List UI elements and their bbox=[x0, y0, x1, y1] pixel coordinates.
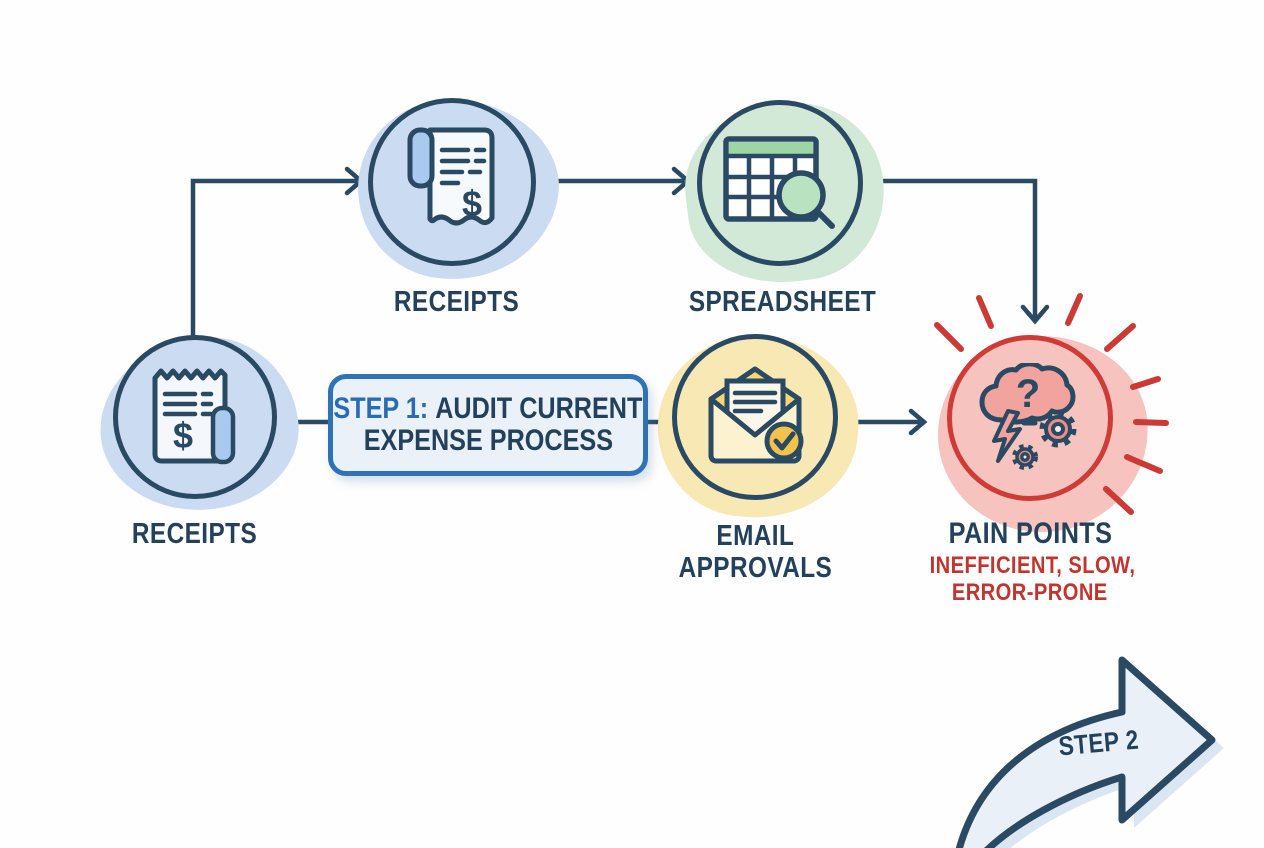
spreadsheet-label: SPREADSHEET bbox=[689, 286, 877, 318]
dollar-glyph: $ bbox=[462, 183, 482, 224]
dollar-glyph: $ bbox=[173, 415, 193, 456]
confusion-cloud-gears-icon: ? bbox=[979, 363, 1077, 470]
connector-left-to-top bbox=[190, 178, 357, 338]
receipts-top-label: RECEIPTS bbox=[394, 286, 520, 318]
arrowhead-right-3 bbox=[908, 408, 928, 436]
pain-subtitle: INEFFICIENT, SLOW, ERROR-PRONE bbox=[929, 552, 1136, 606]
step2-arrow-body bbox=[955, 656, 1216, 848]
spreadsheet-circle bbox=[697, 100, 863, 266]
pain-circle: ? bbox=[947, 335, 1113, 501]
question-glyph: ? bbox=[1016, 372, 1040, 416]
receipts-top-circle: $ bbox=[368, 98, 536, 266]
pain-label: PAIN POINTS bbox=[948, 517, 1112, 550]
email-label: EMAIL APPROVALS bbox=[678, 520, 832, 584]
step1-box: STEP 1: AUDIT CURRENT EXPENSE PROCESS bbox=[328, 374, 648, 476]
step1-accent: STEP 1: bbox=[333, 392, 429, 425]
step2-arrow bbox=[940, 650, 1250, 848]
step1-line2: EXPENSE PROCESS bbox=[363, 424, 613, 457]
email-approved-icon bbox=[708, 366, 804, 464]
spreadsheet-magnifier-icon bbox=[723, 136, 835, 229]
connector-spreadsheet-to-pain bbox=[861, 178, 1038, 318]
pain-rays bbox=[934, 293, 1169, 515]
arrowhead-down bbox=[1020, 304, 1050, 325]
receipt-icon: $ bbox=[152, 368, 236, 465]
receipts-left-label: RECEIPTS bbox=[132, 518, 258, 550]
email-circle bbox=[672, 334, 838, 500]
receipt-icon: $ bbox=[407, 127, 495, 226]
receipts-left-circle: $ bbox=[113, 335, 277, 499]
step1-line1: STEP 1: AUDIT CURRENT bbox=[333, 392, 643, 425]
